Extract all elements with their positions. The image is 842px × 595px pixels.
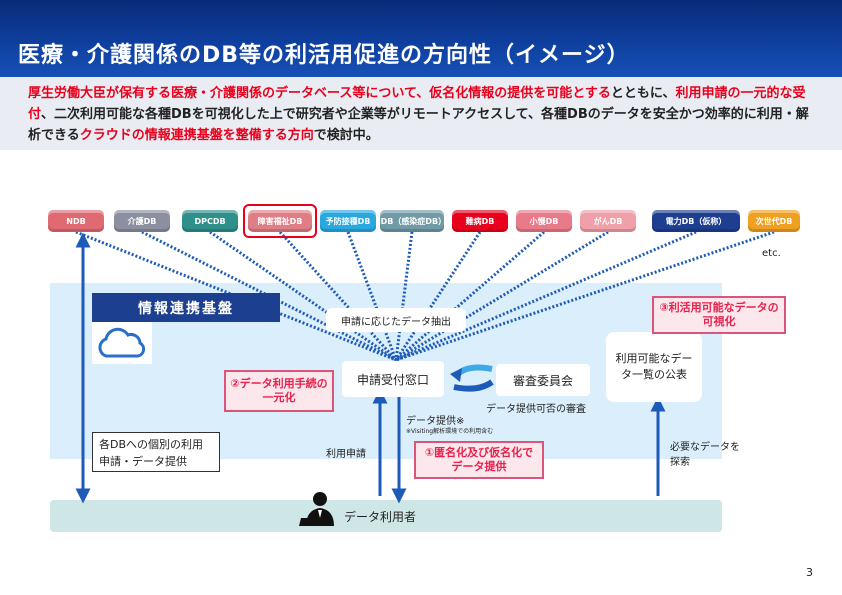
extract-box: 申請に応じたデータ抽出	[326, 308, 466, 332]
db-idb: iDB（感染症DB）	[377, 210, 447, 232]
user-label: データ利用者	[344, 510, 417, 524]
db-label: NDB	[66, 216, 86, 226]
db-connector-line	[395, 230, 775, 362]
cloud-icon	[98, 327, 146, 358]
db-yobo: 予防接種DB	[320, 210, 376, 232]
db-shoman: 小慢DB	[516, 210, 572, 232]
summary-text: 厚生労働大臣が保有する医療・介護関係のデータベース等について、仮名化情報の提供を…	[28, 83, 818, 146]
db-jisedai: 次世代DB	[748, 210, 800, 232]
db-connector-line	[394, 231, 482, 361]
db-label: がんDB	[593, 216, 623, 226]
db-gan: がんDB	[580, 210, 636, 232]
review-label: データ提供可否の審査	[486, 404, 586, 415]
committee-box: 審査委員会	[496, 364, 590, 396]
summary-part-2: とともに、	[610, 86, 676, 101]
researcher-icon	[299, 492, 334, 526]
db-label: 介護DB	[127, 216, 157, 226]
individual-request-box: 各DBへの個別の利用申請・データ提供	[92, 432, 220, 472]
db-label: 電力DB（仮称）	[665, 216, 727, 226]
summary-part-6: で検討中。	[313, 128, 379, 143]
cycle-arrow-icon	[450, 364, 494, 392]
highlight-frame	[243, 204, 317, 238]
db-label: iDB（感染症DB）	[377, 216, 447, 226]
provide-label: データ提供※	[406, 416, 465, 427]
callout-unify: ②データ利用手続の一元化	[224, 370, 334, 412]
summary-part-1: 厚生労働大臣が保有する医療・介護関係のデータベース等について、仮名化情報の提供を…	[28, 86, 611, 101]
apply-label: 利用申請	[326, 449, 366, 460]
db-nanbyo: 難病DB	[452, 210, 508, 232]
db-connector-line	[346, 231, 398, 361]
callout-pseudonym: ①匿名化及び仮名化でデータ提供	[414, 441, 544, 479]
db-kaigo: 介護DB	[114, 210, 170, 232]
db-label: 小慢DB	[529, 216, 559, 226]
db-label: 障害福祉DB	[257, 216, 303, 226]
etc-label: etc.	[762, 248, 781, 259]
db-connector-line	[395, 230, 545, 362]
db-dpcdb: DPCDB	[182, 210, 238, 232]
db-shogai: 障害福祉DB	[248, 210, 312, 232]
db-connector-line	[141, 230, 397, 362]
provide-note: ※Visiting解析環境での利用含む	[406, 428, 494, 435]
db-connector-line	[209, 230, 397, 362]
summary-box	[0, 77, 842, 150]
db-label: 予防接種DB	[325, 216, 371, 226]
callout-visualize: ③利活用可能なデータの可視化	[652, 296, 786, 334]
db-denryoku: 電力DB（仮称）	[652, 210, 740, 232]
summary-part-4: 、二次利用可能な各種DBを可視化した上で研究者や企業等がリモートアクセスして、各…	[28, 107, 809, 143]
db-ndb: NDB	[48, 210, 104, 232]
user-bar	[50, 500, 722, 532]
db-connector-line	[395, 230, 609, 362]
summary-part-5: クラウドの情報連携基盤を整備する方向	[79, 128, 314, 143]
reception-box: 申請受付窓口	[342, 361, 444, 397]
db-connector-line	[278, 230, 398, 362]
cloud-panel	[92, 322, 152, 364]
search-label: 必要なデータを探索	[670, 442, 740, 468]
platform-label: 情報連携基盤	[92, 293, 280, 322]
page-number: 3	[806, 566, 813, 579]
page-title: 医療・介護関係のDB等の利活用促進の方向性（イメージ）	[18, 43, 630, 68]
db-label: 次世代DB	[755, 216, 793, 226]
summary-part-3: 利用申請の一元的な受付	[28, 86, 806, 122]
db-label: DPCDB	[194, 216, 226, 226]
title-bar	[0, 0, 842, 77]
db-connector-line	[394, 231, 414, 361]
db-label: 難病DB	[465, 216, 495, 226]
public-list-box: 利用可能なデータ一覧の公表	[606, 332, 702, 402]
